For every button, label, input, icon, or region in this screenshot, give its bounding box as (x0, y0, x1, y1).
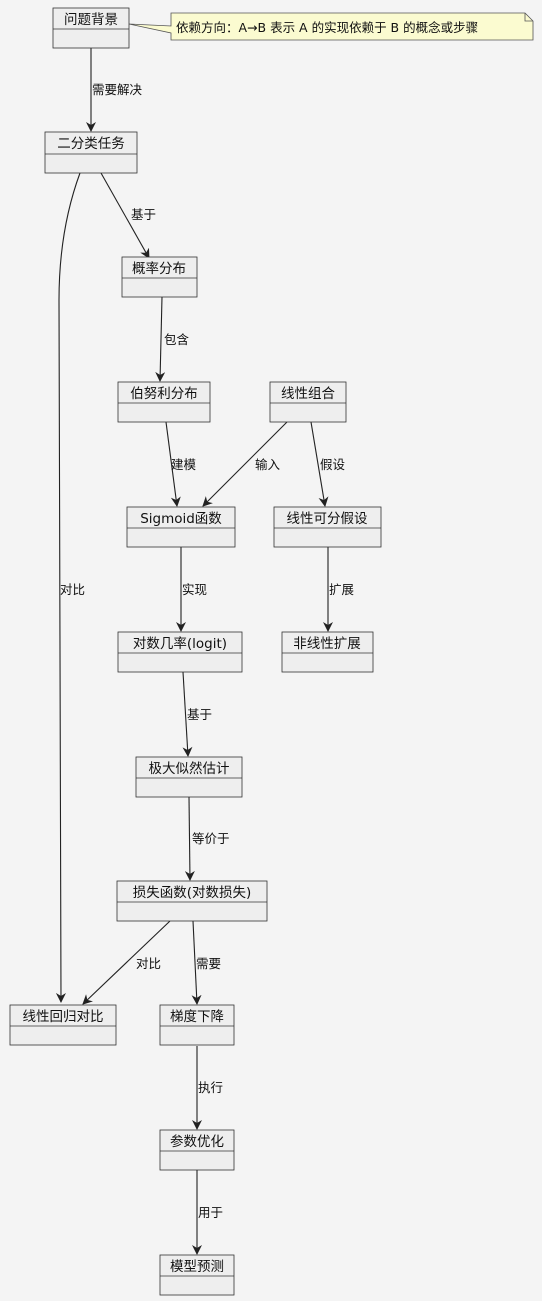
node-bernoulli: 伯努利分布 (117, 381, 211, 423)
edge-binary-task-prob-dist: 基于 (100, 172, 156, 259)
edge-loss-grad-desc: 需要 (191, 920, 221, 1005)
node-binary-task: 二分类任务 (44, 131, 138, 174)
node-logit: 对数几率(logit) (117, 631, 243, 673)
edge-label: 输入 (255, 457, 281, 472)
node-nonlinear-ext: 非线性扩展 (281, 631, 374, 673)
node-sigmoid: Sigmoid函数 (126, 506, 236, 548)
node-label: 伯努利分布 (130, 386, 198, 402)
node-mle: 极大似然估计 (135, 756, 243, 798)
nodes: 问题背景 二分类任务 概率分布 伯努利分布 线性组合 Sigmoid函数 (9, 7, 382, 1296)
node-background: 问题背景 (52, 7, 130, 49)
edge-linear-combo-linear-separable: 假设 (310, 421, 346, 507)
edge-loss-linreg-compare: 对比 (82, 920, 171, 1005)
edge-label: 基于 (187, 707, 212, 722)
node-label: 线性组合 (281, 386, 335, 402)
edge-label: 用于 (198, 1205, 223, 1220)
edge-label: 需要 (196, 956, 221, 971)
node-linreg-compare: 线性回归对比 (9, 1004, 117, 1046)
node-label: 梯度下降 (170, 1009, 224, 1025)
edge-bernoulli-sigmoid: 建模 (165, 421, 197, 507)
node-label: 参数优化 (170, 1133, 224, 1150)
edge-label: 执行 (198, 1080, 223, 1095)
edge-label: 对比 (60, 582, 85, 597)
node-linear-separable: 线性可分假设 (273, 506, 382, 548)
edge-label: 需要解决 (92, 82, 143, 97)
node-label: 极大似然估计 (149, 760, 230, 777)
node-linear-combo: 线性组合 (269, 381, 347, 423)
edge-param-opt-predict: 用于 (192, 1170, 223, 1255)
note-text: 依赖方向：A→B 表示 A 的实现依赖于 B 的概念或步骤 (176, 20, 478, 35)
edge-label: 基于 (131, 207, 156, 222)
edge-linear-combo-sigmoid: 输入 (202, 421, 288, 507)
node-label: 损失函数(对数损失) (133, 885, 252, 901)
node-predict: 模型预测 (159, 1254, 235, 1296)
edge-label: 等价于 (192, 831, 230, 846)
edge-label: 实现 (182, 582, 207, 597)
node-loss: 损失函数(对数损失) (116, 880, 268, 922)
edge-label: 假设 (320, 457, 346, 472)
edge-logit-mle: 基于 (182, 671, 212, 757)
node-label: 二分类任务 (57, 136, 125, 152)
node-label: 模型预测 (170, 1259, 224, 1275)
edges: 需要解决 基于 对比 包含 建模 输入 假设 实现 (55, 48, 354, 1255)
node-prob-dist: 概率分布 (121, 256, 198, 298)
node-label: 非线性扩展 (293, 636, 361, 652)
dependency-note: 依赖方向：A→B 表示 A 的实现依赖于 B 的概念或步骤 (128, 12, 534, 41)
node-label: Sigmoid函数 (140, 511, 222, 527)
node-label: 线性回归对比 (23, 1008, 104, 1025)
edge-binary-task-linreg-compare: 对比 (55, 172, 85, 1003)
node-label: 问题背景 (64, 12, 118, 28)
node-label: 对数几率(logit) (133, 635, 227, 652)
node-label: 概率分布 (132, 260, 186, 277)
edge-prob-dist-bernoulli: 包含 (155, 296, 190, 382)
edge-background-binary-task: 需要解决 (86, 48, 143, 132)
edge-label: 扩展 (329, 582, 354, 597)
node-label: 线性可分假设 (287, 511, 368, 527)
node-grad-desc: 梯度下降 (159, 1004, 235, 1046)
edge-sigmoid-logit: 实现 (176, 547, 207, 632)
node-param-opt: 参数优化 (159, 1129, 235, 1171)
edge-label: 包含 (164, 332, 190, 347)
edge-linear-separable-nonlinear-ext: 扩展 (323, 547, 354, 632)
edge-label: 对比 (136, 956, 161, 971)
edge-mle-loss: 等价于 (184, 796, 230, 881)
edge-grad-desc-param-opt: 执行 (192, 1046, 223, 1130)
edge-label: 建模 (171, 457, 197, 472)
